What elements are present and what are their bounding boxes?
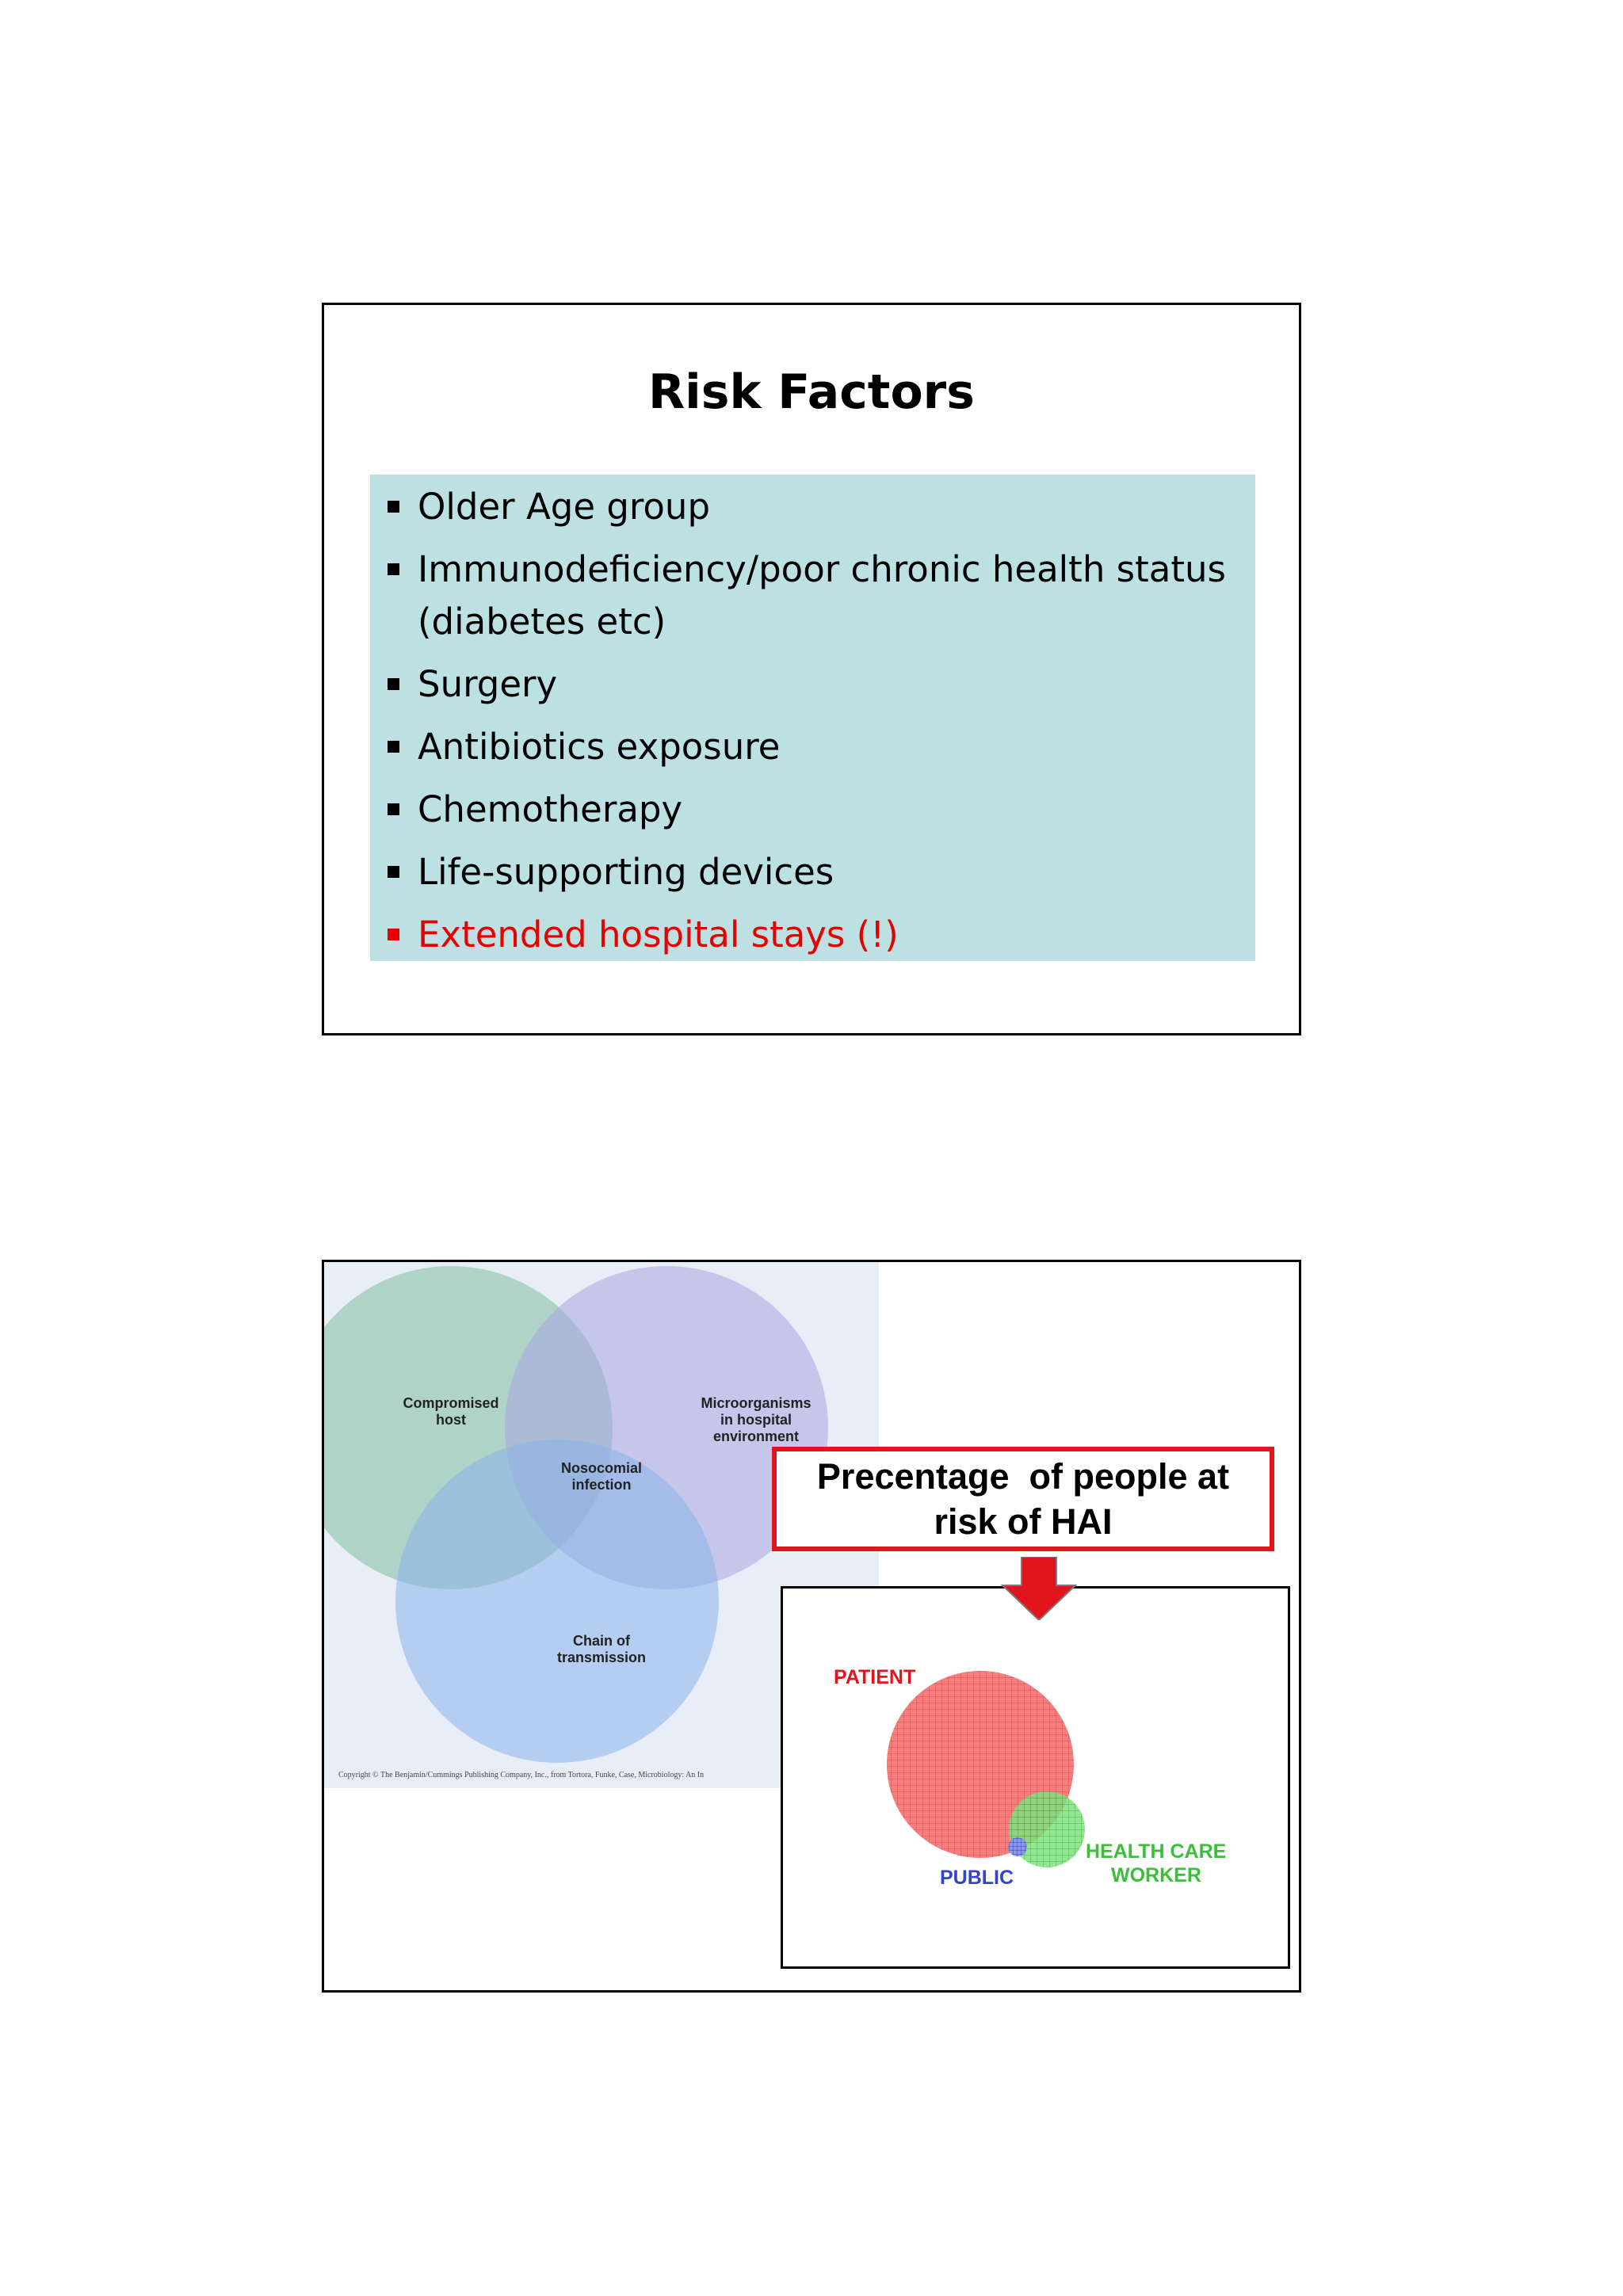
venn-circle-transmission xyxy=(395,1440,719,1763)
venn-label-center-1: Nosocomial xyxy=(561,1460,642,1476)
venn-label-micro-2: in hospital xyxy=(720,1412,792,1428)
callout-line-2: risk of HAI xyxy=(934,1501,1113,1542)
bullet-square-icon xyxy=(388,803,399,815)
health-care-label-1: HEALTH CARE xyxy=(1086,1840,1227,1863)
venn-svg: Compromised host Microorganisms in hospi… xyxy=(324,1266,828,1763)
venn-label-center-2: infection xyxy=(572,1477,632,1493)
venn-label-chain-1: Chain of xyxy=(573,1633,631,1649)
public-label: PUBLIC xyxy=(940,1867,1014,1889)
bullet-square-icon xyxy=(388,929,399,940)
down-arrow-icon xyxy=(1001,1557,1077,1620)
slide-risk-factors: Risk Factors Older Age group Immunodefic… xyxy=(322,303,1301,1035)
venn-label-host-1: Compromised xyxy=(403,1395,498,1411)
hai-venn-svg xyxy=(887,1671,1085,1867)
venn-label-micro-3: environment xyxy=(713,1428,799,1444)
health-care-worker-circle xyxy=(1009,1791,1085,1867)
nosocomial-venn-diagram: Compromised host Microorganisms in hospi… xyxy=(324,1262,879,1788)
slide-title: Risk Factors xyxy=(647,364,975,420)
hai-venn-box: PATIENT HEALTH CARE WORKER PUBLIC xyxy=(781,1586,1290,1969)
bullet-square-icon xyxy=(388,501,399,513)
patient-label: PATIENT xyxy=(834,1666,916,1688)
public-circle xyxy=(1008,1837,1027,1856)
bullet-square-icon xyxy=(388,866,399,878)
callout-box: Precentage of people at risk of HAI xyxy=(772,1447,1274,1551)
risk-factors-box: Older Age group Immunodeficiency/poor ch… xyxy=(370,475,1255,961)
slide-hai-risk: Compromised host Microorganisms in hospi… xyxy=(322,1260,1301,1993)
copyright-note: Copyright © The Benjamin/Cummings Publis… xyxy=(338,1771,705,1779)
bullet-square-icon xyxy=(388,678,399,690)
callout-line-1: Precentage of people at xyxy=(816,1456,1230,1497)
venn-label-host-2: host xyxy=(436,1412,466,1428)
callout-text: Precentage of people at risk of HAI xyxy=(817,1454,1229,1544)
bullet-square-icon xyxy=(388,563,399,575)
health-care-label-2: WORKER xyxy=(1111,1864,1201,1886)
venn-label-chain-2: transmission xyxy=(557,1650,646,1665)
venn-label-micro-1: Microorganisms xyxy=(701,1395,811,1411)
bullet-square-icon xyxy=(388,741,399,753)
